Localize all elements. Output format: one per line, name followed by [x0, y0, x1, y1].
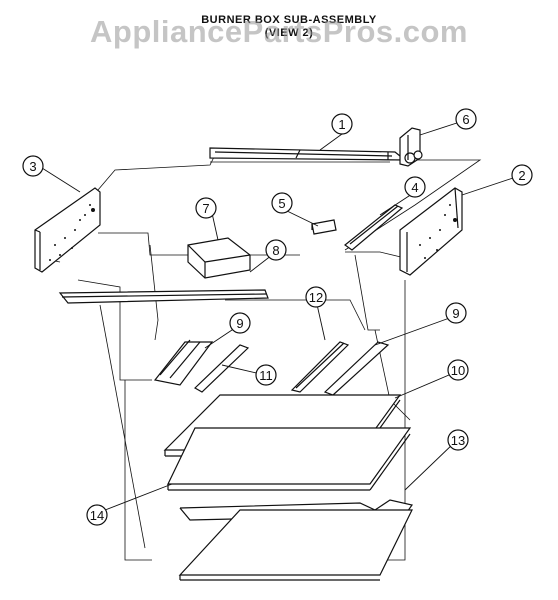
callout-8: 8	[265, 239, 287, 261]
callout-6-label: 6	[462, 112, 469, 127]
callout-7: 7	[195, 197, 217, 219]
callout-6: 6	[455, 108, 477, 130]
callout-13: 12	[305, 286, 327, 308]
part-8-front-rail	[58, 289, 269, 304]
callout-13-label: 12	[309, 290, 323, 305]
callout-3: 3	[22, 155, 44, 177]
callout-10: 10	[447, 359, 469, 381]
part-12-left-channel	[153, 339, 250, 393]
callout-9-left: 9	[229, 312, 251, 334]
callout-11-label: 13	[451, 433, 465, 448]
part-7-shield	[187, 237, 251, 279]
callout-2: 2	[511, 164, 533, 186]
callout-1: 1	[331, 113, 353, 135]
callout-3-label: 3	[29, 159, 36, 174]
part-4-bracket	[344, 204, 404, 251]
box-outline	[39, 154, 482, 561]
part-2-right-panel	[399, 187, 463, 276]
part-3-left-panel	[34, 187, 101, 273]
callout-9-right-label: 9	[452, 306, 459, 321]
callout-11: 13	[447, 429, 469, 451]
callout-12-label: 11	[259, 368, 273, 383]
part-13-right-channel	[290, 341, 390, 396]
diagram-subtitle: (VIEW 2)	[264, 27, 314, 39]
callout-5: 5	[271, 192, 293, 214]
callout-14: 14	[86, 504, 108, 526]
callout-2-label: 2	[518, 168, 525, 183]
callout-9-right: 9	[445, 302, 467, 324]
callout-9-left-label: 9	[236, 316, 243, 331]
watermark-logo: AppliancePartsPros.com	[90, 14, 468, 49]
part-5-block	[311, 219, 337, 235]
callout-8-label: 8	[272, 243, 279, 258]
callout-1-label: 1	[338, 117, 345, 132]
part-1-top-rail	[209, 147, 407, 161]
callout-12: 11	[255, 364, 277, 386]
callout-10-label: 10	[451, 363, 465, 378]
diagram-title: BURNER BOX SUB-ASSEMBLY	[201, 14, 377, 26]
callout-14-label: 14	[90, 508, 104, 523]
part-11-bottom-pan	[178, 499, 414, 581]
callout-7-label: 7	[202, 201, 209, 216]
callout-4-label: 4	[411, 180, 418, 195]
part-14-plate	[167, 427, 412, 491]
callout-5-label: 5	[278, 196, 285, 211]
part-6-bracket	[399, 127, 423, 167]
callout-4: 4	[404, 176, 426, 198]
